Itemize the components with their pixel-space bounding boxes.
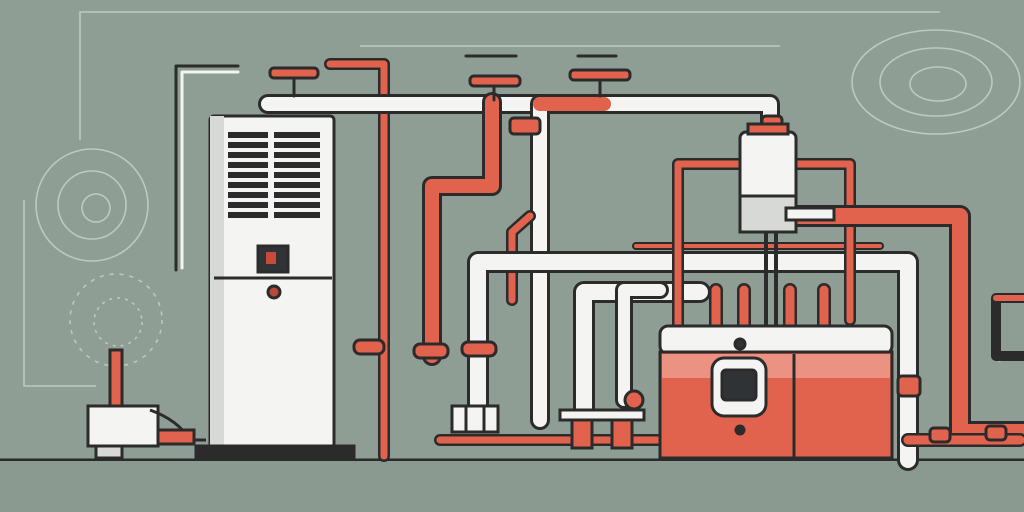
pipe-manifold-stand bbox=[450, 389, 646, 450]
heater-outlet bbox=[784, 206, 836, 222]
swirl-right-inner bbox=[909, 66, 967, 102]
furnace-vent-left bbox=[228, 132, 268, 218]
stand-top bbox=[558, 408, 646, 422]
pipe-copper-riser-a-fill bbox=[425, 95, 499, 363]
guide-frame-top bbox=[79, 11, 940, 140]
fitting bbox=[896, 374, 922, 398]
fitting bbox=[984, 424, 1008, 442]
boiler-tank-icon bbox=[658, 324, 894, 460]
pressure-gauge-icon bbox=[623, 389, 645, 411]
swirl-low-inner bbox=[93, 297, 143, 347]
heater-cap bbox=[746, 122, 790, 136]
decorative-guides bbox=[23, 11, 1021, 387]
pipe-white-uloop-2-fill bbox=[618, 284, 666, 406]
swirl-right-mid bbox=[879, 47, 993, 117]
swirl-right-outer bbox=[851, 29, 1021, 135]
fitting bbox=[460, 340, 498, 358]
pipe-copper-frame-r-fill bbox=[792, 160, 854, 324]
furnace-indicator-light bbox=[266, 252, 276, 264]
furnace-unit-icon bbox=[194, 114, 356, 460]
pipe-white-mid-fill bbox=[470, 254, 916, 468]
water-heater-icon bbox=[738, 122, 836, 234]
fitting bbox=[508, 116, 542, 136]
swirl-left-mid bbox=[57, 170, 127, 240]
stand-leg bbox=[570, 418, 594, 450]
pump-stem bbox=[108, 348, 124, 412]
boiler-top-gauge bbox=[733, 337, 747, 351]
pipe-thin-left-inner bbox=[180, 70, 240, 270]
guide-left-rail bbox=[23, 200, 96, 387]
pipe-thin-left bbox=[174, 64, 240, 272]
floor-shadow bbox=[0, 461, 1024, 512]
furnace-vent-right bbox=[274, 132, 320, 218]
boiler-top bbox=[658, 324, 894, 356]
boiler-display-screen bbox=[720, 368, 758, 402]
pump-base bbox=[94, 444, 124, 460]
swirl-left-outer bbox=[35, 148, 149, 262]
furnace-side-shade bbox=[210, 116, 224, 448]
swirl-left-inner bbox=[81, 193, 111, 223]
furnace-base bbox=[194, 444, 356, 460]
valve-handle-icon bbox=[568, 68, 632, 98]
fitting bbox=[928, 426, 952, 444]
pipe-copper-tall-fill bbox=[326, 60, 388, 460]
pump-body bbox=[86, 404, 160, 448]
fitting bbox=[412, 342, 450, 360]
pipe-fittings bbox=[352, 114, 1008, 444]
stand-leg bbox=[610, 418, 634, 450]
fitting bbox=[352, 338, 386, 356]
pump-outlet bbox=[156, 428, 196, 446]
valve-handle-icon bbox=[468, 74, 522, 102]
valve-handle-icon bbox=[268, 66, 320, 98]
valve-body bbox=[450, 404, 500, 434]
furnace-knob bbox=[266, 284, 282, 300]
boiler-button bbox=[734, 424, 746, 436]
circulator-pump bbox=[86, 348, 206, 460]
pipe-copper-loop-fill bbox=[508, 212, 534, 304]
pipe-copper-frame-fill bbox=[674, 160, 744, 330]
boiler-body-highlight bbox=[662, 354, 890, 378]
valve-group bbox=[268, 54, 632, 102]
